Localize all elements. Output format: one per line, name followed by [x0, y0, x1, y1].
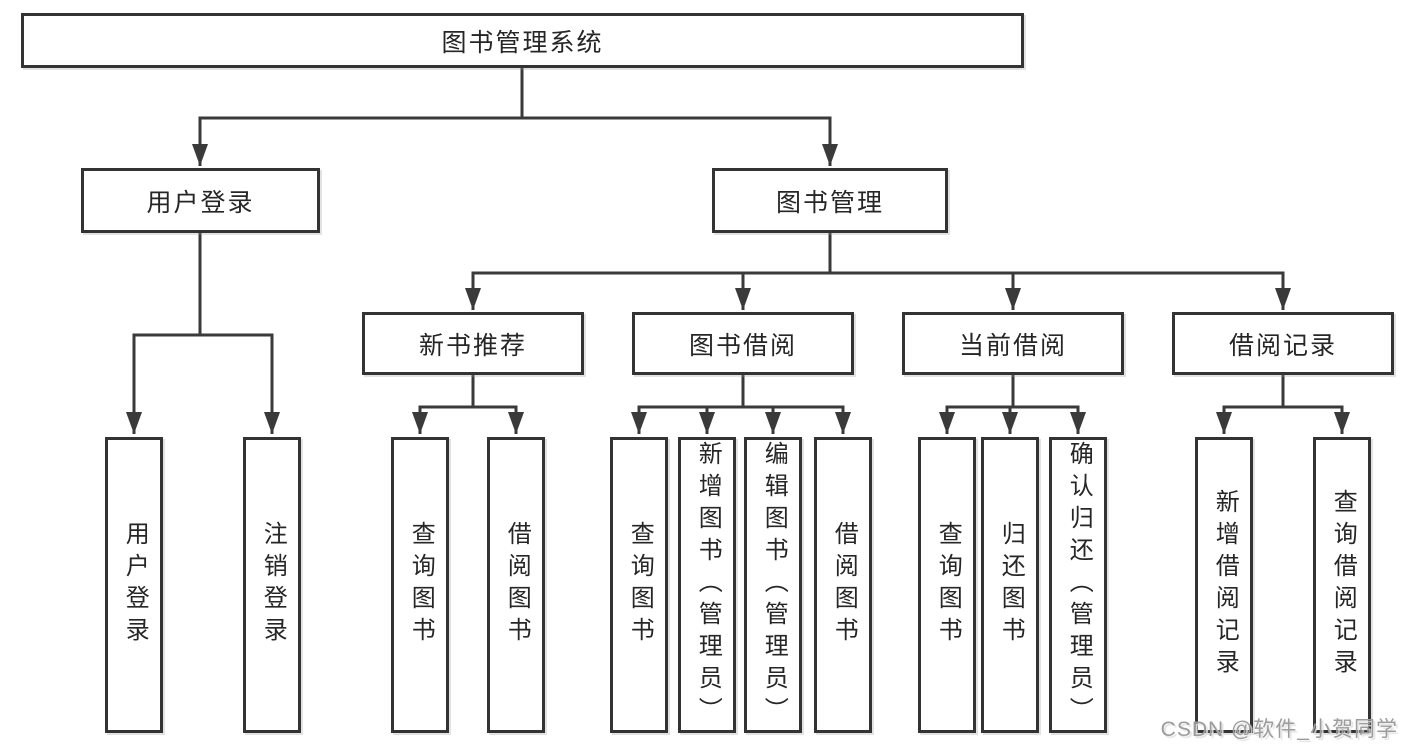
node-label: 查询图书: [407, 521, 435, 649]
node-label: 确认归还（管理员）: [1065, 441, 1093, 729]
leaf-borrow-books-borrow: 借阅图书: [814, 437, 872, 733]
node-label: 图书借阅: [688, 331, 797, 360]
node-label: 借阅图书: [503, 521, 531, 649]
node-label: 图书管理: [775, 188, 884, 217]
node-label: 注销登录: [259, 521, 287, 649]
node-label: 当前借阅: [958, 331, 1067, 360]
node-book-borrowing: 图书借阅: [632, 312, 854, 375]
leaf-query-borrow-record: 查询借阅记录: [1313, 437, 1371, 733]
leaf-borrow-books-recommend: 借阅图书: [487, 437, 545, 733]
node-user-login: 用户登录: [81, 168, 320, 233]
leaf-edit-book-admin: 编辑图书（管理员）: [744, 437, 802, 733]
node-label: 归还图书: [997, 521, 1025, 649]
leaf-confirm-return-admin: 确认归还（管理员）: [1049, 437, 1107, 733]
leaf-query-books-recommend: 查询图书: [391, 437, 449, 733]
node-label: 图书管理系统: [441, 28, 604, 57]
node-borrowing-records: 借阅记录: [1172, 312, 1394, 375]
leaf-user-login: 用户登录: [105, 437, 163, 733]
node-label: 编辑图书（管理员）: [760, 441, 788, 729]
leaf-query-books-borrow: 查询图书: [610, 437, 668, 733]
node-label: 用户登录: [146, 188, 255, 217]
node-label: 新增借阅记录: [1211, 489, 1239, 681]
node-new-book-recommendation: 新书推荐: [362, 312, 584, 375]
node-label: 借阅图书: [830, 521, 858, 649]
node-label: 查询借阅记录: [1329, 489, 1357, 681]
node-label: 新书推荐: [418, 331, 527, 360]
leaf-return-books: 归还图书: [981, 437, 1039, 733]
node-current-borrowing: 当前借阅: [902, 312, 1124, 375]
node-book-management: 图书管理: [712, 168, 948, 233]
leaf-logout-login: 注销登录: [243, 437, 301, 733]
node-label: 新增图书（管理员）: [694, 441, 722, 729]
leaf-add-borrow-record: 新增借阅记录: [1195, 437, 1253, 733]
watermark: CSDN @软件_小贺同学: [1160, 718, 1398, 741]
node-label: 查询图书: [934, 521, 962, 649]
node-root: 图书管理系统: [21, 13, 1024, 68]
node-label: 查询图书: [626, 521, 654, 649]
leaf-add-book-admin: 新增图书（管理员）: [678, 437, 736, 733]
node-label: 借阅记录: [1228, 331, 1337, 360]
leaf-query-books-current: 查询图书: [918, 437, 976, 733]
node-label: 用户登录: [121, 521, 149, 649]
